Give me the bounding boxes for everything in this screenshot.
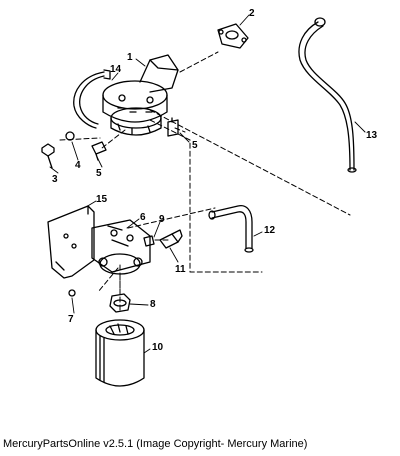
callout-12: 12 bbox=[264, 225, 276, 236]
callout-leaders bbox=[49, 14, 366, 354]
bracket bbox=[47, 205, 95, 279]
connector-9 bbox=[143, 235, 155, 247]
copyright-caption: MercuryPartsOnline v2.5.1 (Image Copyrig… bbox=[3, 438, 308, 450]
fitting-5a bbox=[91, 141, 107, 161]
callout-10: 10 bbox=[152, 342, 164, 353]
fitting-8 bbox=[109, 293, 131, 313]
callout-11: 11 bbox=[175, 264, 186, 275]
fitting-5b bbox=[167, 117, 179, 137]
hose bbox=[73, 69, 111, 129]
screw-3 bbox=[41, 143, 55, 169]
gasket bbox=[217, 23, 249, 49]
callout-15: 15 bbox=[96, 194, 108, 205]
fuel-pump bbox=[102, 54, 179, 136]
fuel-filter bbox=[95, 319, 145, 387]
filter-adaptor bbox=[91, 219, 151, 275]
fuel-line-13 bbox=[298, 17, 357, 173]
callout-7: 7 bbox=[68, 314, 74, 325]
callout-2: 2 bbox=[249, 8, 255, 19]
parts-diagram: 1 2 3 4 5 5 6 7 8 9 10 11 12 13 14 15 bbox=[41, 8, 378, 387]
callout-5a: 5 bbox=[96, 168, 102, 179]
callout-14: 14 bbox=[110, 64, 122, 75]
callout-9: 9 bbox=[159, 214, 165, 225]
callout-3: 3 bbox=[52, 174, 58, 185]
callout-1: 1 bbox=[127, 52, 133, 63]
callout-13: 13 bbox=[366, 130, 378, 141]
washer-4 bbox=[65, 131, 75, 141]
callout-8: 8 bbox=[150, 299, 156, 310]
assembly-lines bbox=[59, 51, 351, 313]
plug-7 bbox=[68, 289, 76, 297]
callout-6: 6 bbox=[140, 212, 146, 223]
fitting-11 bbox=[159, 229, 183, 249]
callout-4: 4 bbox=[75, 160, 81, 171]
fuel-line-12 bbox=[208, 204, 254, 253]
callout-5b: 5 bbox=[192, 140, 198, 151]
